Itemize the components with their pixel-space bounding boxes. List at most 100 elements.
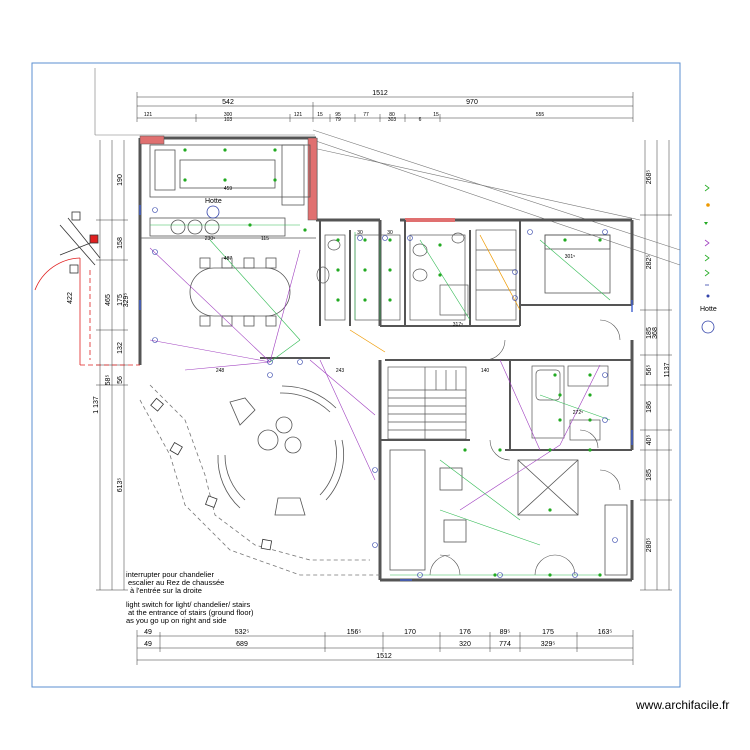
dining-table xyxy=(189,257,291,327)
entrance-gate xyxy=(59,211,101,274)
svg-text:at the entrance of stairs (gro: at the entrance of stairs (ground floor) xyxy=(128,608,254,617)
svg-text:303: 303 xyxy=(388,117,397,123)
svg-text:176: 176 xyxy=(459,629,471,636)
svg-text:interrupter pour chandelier: interrupter pour chandelier xyxy=(126,570,214,579)
svg-text:77: 77 xyxy=(363,112,369,118)
svg-text:186: 186 xyxy=(646,401,653,413)
bottom-dimensions xyxy=(136,630,634,665)
note-english: light switch for light/ chandelier/ stai… xyxy=(126,600,254,625)
svg-text:140: 140 xyxy=(481,368,490,374)
svg-text:121: 121 xyxy=(294,112,303,118)
svg-text:132: 132 xyxy=(117,342,124,354)
svg-text:487: 487 xyxy=(224,256,233,262)
svg-text:185: 185 xyxy=(646,469,653,481)
svg-text:613⁵: 613⁵ xyxy=(117,478,124,493)
interior-dimension-labels: 487 230⁵ 115 459 243 140 317⁵ 301⁵ 272⁵ … xyxy=(205,186,583,416)
svg-text:300: 300 xyxy=(224,112,233,118)
svg-text:465: 465 xyxy=(105,294,112,306)
svg-text:170: 170 xyxy=(404,629,416,636)
svg-text:79: 79 xyxy=(335,117,341,123)
entrance xyxy=(34,257,140,366)
chimney-wall-left xyxy=(139,135,165,145)
svg-text:175: 175 xyxy=(542,629,554,636)
bay-columns xyxy=(150,397,273,551)
right-dimensions xyxy=(640,140,672,591)
svg-text:301⁵: 301⁵ xyxy=(565,254,575,260)
svg-text:689: 689 xyxy=(236,641,248,648)
svg-text:58⁵: 58⁵ xyxy=(105,375,112,386)
svg-text:368: 368 xyxy=(652,327,659,339)
dim-top-left: 542 xyxy=(222,99,234,106)
svg-text:329⁵: 329⁵ xyxy=(123,293,130,308)
svg-text:185: 185 xyxy=(646,327,653,339)
svg-text:248: 248 xyxy=(216,368,225,374)
svg-text:95: 95 xyxy=(335,112,341,118)
legend-hood-label: Hotte xyxy=(700,306,717,313)
svg-text:272⁵: 272⁵ xyxy=(573,410,583,416)
svg-text:40⁵: 40⁵ xyxy=(646,435,653,446)
living-seating xyxy=(217,385,345,516)
svg-text:320: 320 xyxy=(459,641,471,648)
interior-walls xyxy=(260,220,632,451)
light-points xyxy=(183,148,602,577)
svg-text:à l'entrée sur la droite: à l'entrée sur la droite xyxy=(130,586,202,595)
legend-hood-icon xyxy=(701,320,715,334)
dim-top-right: 970 xyxy=(466,99,478,106)
dim-bottom-total: 1512 xyxy=(376,653,392,660)
dim-left-labels: 190 158 465 175 329⁵ 132 422 58⁵ 1 137 6… xyxy=(67,174,130,492)
svg-text:89⁵: 89⁵ xyxy=(500,629,511,636)
svg-text:230⁵: 230⁵ xyxy=(205,236,215,242)
dim-right-labels: 268⁵ 282⁵ 185 368 56⁵ 186 40⁵ 185 280⁵ 1… xyxy=(646,170,671,553)
hood-label: Hotte xyxy=(205,198,222,205)
svg-text:80: 80 xyxy=(389,112,395,118)
watermark-link[interactable]: www.archifacile.fr xyxy=(636,698,730,712)
svg-text:175: 175 xyxy=(117,294,124,306)
svg-text:49: 49 xyxy=(144,641,152,648)
svg-text:escalier au Rez de chaussée: escalier au Rez de chaussée xyxy=(128,578,224,587)
svg-text:49: 49 xyxy=(144,629,152,636)
svg-text:190: 190 xyxy=(117,174,124,186)
svg-text:56: 56 xyxy=(117,376,124,384)
wiring-purple xyxy=(149,247,601,511)
svg-text:56⁵: 56⁵ xyxy=(646,365,653,376)
svg-text:329⁵: 329⁵ xyxy=(541,641,556,648)
windows xyxy=(139,205,633,581)
dim-top-sub: 121 300 121 15 95 77 80 15 555 103 79 30… xyxy=(144,112,545,123)
svg-text:317⁵: 317⁵ xyxy=(453,322,463,328)
svg-text:158: 158 xyxy=(117,237,124,249)
socket-icon xyxy=(706,203,710,207)
svg-text:light switch for light/ chande: light switch for light/ chandelier/ stai… xyxy=(126,600,250,609)
svg-text:163⁵: 163⁵ xyxy=(598,629,613,636)
terrace-outline xyxy=(94,68,681,266)
svg-text:459: 459 xyxy=(224,186,233,192)
top-dimensions xyxy=(136,92,634,122)
svg-text:15: 15 xyxy=(433,112,439,118)
svg-text:115: 115 xyxy=(261,236,269,242)
svg-text:282⁵: 282⁵ xyxy=(646,255,653,270)
svg-text:422: 422 xyxy=(67,292,74,304)
svg-text:as you go up on right and side: as you go up on right and side xyxy=(126,616,227,625)
red-wall-corner xyxy=(405,218,455,222)
svg-text:555: 555 xyxy=(536,112,545,118)
sockets xyxy=(152,207,618,578)
light-point-icon xyxy=(704,184,710,192)
svg-text:15: 15 xyxy=(317,112,323,118)
svg-text:774: 774 xyxy=(499,641,511,648)
chimney-wall-right xyxy=(307,137,318,221)
bedrooms xyxy=(389,234,628,576)
legend xyxy=(701,184,715,334)
dim-bottom-row2: 49 689 320 774 329⁵ xyxy=(144,641,555,648)
wiring-orange xyxy=(349,234,521,353)
svg-text:268⁵: 268⁵ xyxy=(646,170,653,185)
svg-text:1 137: 1 137 xyxy=(93,396,100,414)
svg-text:103: 103 xyxy=(224,117,233,123)
dim-top-total: 1512 xyxy=(372,90,388,97)
kitchen xyxy=(140,144,316,239)
hood-icon xyxy=(206,205,220,219)
svg-text:30: 30 xyxy=(387,230,393,236)
doors xyxy=(429,319,621,576)
staircase xyxy=(387,229,517,440)
svg-text:156⁵: 156⁵ xyxy=(347,629,362,636)
svg-text:30: 30 xyxy=(357,230,363,236)
